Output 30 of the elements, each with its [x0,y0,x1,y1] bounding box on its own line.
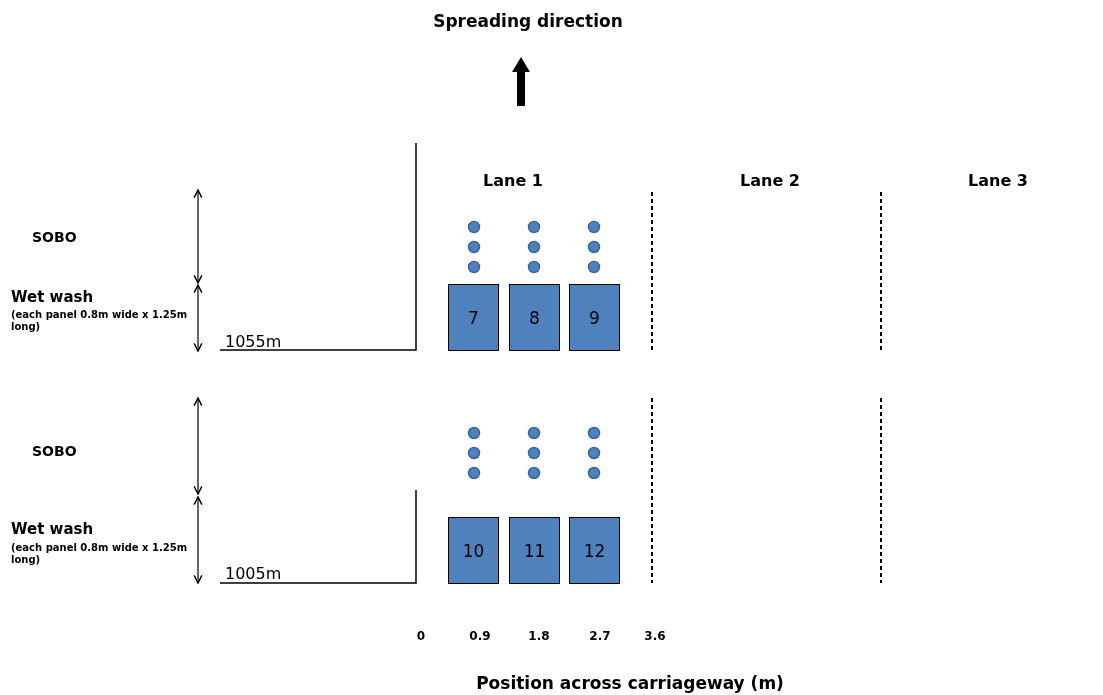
panel-number: 12 [583,540,606,561]
heading: Spreading direction [433,12,623,32]
lane-label: Lane 3 [968,171,1028,191]
zone-label: SOBO [32,442,77,460]
wet-wash-panel [448,517,499,584]
axis-tick-label: 0.9 [469,630,491,644]
axis-tick-label: 0 [416,630,426,644]
panel-number: 7 [468,307,479,328]
panel-number: 8 [529,307,540,328]
chainage-label: 1055m [225,332,282,352]
axis-tick-label: 1.8 [528,630,550,644]
axis-title: Position across carriageway (m) [476,674,784,694]
zone-label: Wet wash [11,289,94,307]
axis-tick-label: 2.7 [589,630,611,644]
zone-label: Wet wash [11,521,94,539]
lane-label: Lane 2 [740,171,800,191]
panel-number: 11 [523,540,546,561]
panel-number: 9 [589,307,600,328]
wet-wash-panel [448,284,499,351]
zone-label: SOBO [32,228,77,246]
wet-wash-panel [509,284,560,351]
axis-tick-label: 3.6 [644,630,666,644]
panel-size-note: (each panel 0.8m wide x 1.25m long) [11,308,189,332]
chainage-label: 1005m [225,564,282,584]
wet-wash-panel [569,284,620,351]
panel-size-note: (each panel 0.8m wide x 1.25m long) [11,541,189,565]
wet-wash-panel [569,517,620,584]
panel-number: 10 [462,540,485,561]
wet-wash-panel [509,517,560,584]
lane-label: Lane 1 [483,171,543,191]
